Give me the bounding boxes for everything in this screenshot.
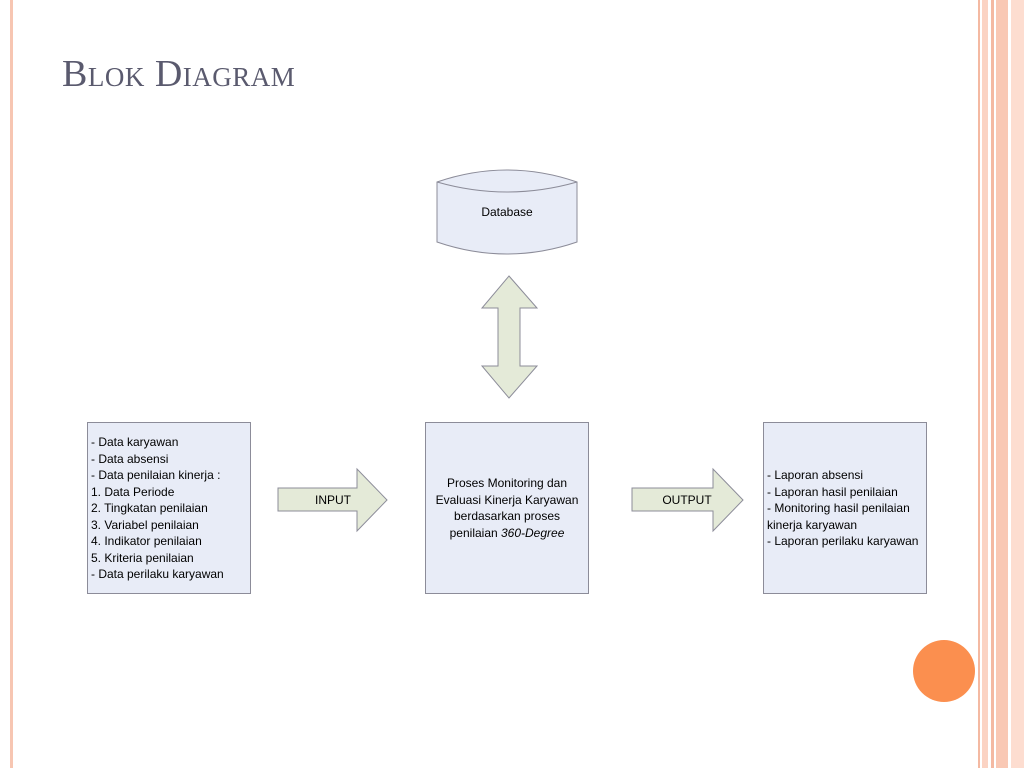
input-arrow-label: INPUT bbox=[315, 493, 352, 507]
right-frame-stripes bbox=[978, 0, 1024, 768]
input-item: - Data perilaku karyawan bbox=[91, 567, 224, 581]
process-emphasis: 360-Degree bbox=[501, 525, 565, 540]
process-box: Proses Monitoring dan Evaluasi Kinerja K… bbox=[425, 422, 589, 594]
output-arrow-shape bbox=[631, 467, 744, 533]
output-item: - Laporan perilaku karyawan bbox=[767, 534, 919, 548]
database-cylinder-shape bbox=[436, 169, 578, 255]
database-node: Database bbox=[436, 169, 578, 255]
output-arrow-label: OUTPUT bbox=[662, 493, 712, 507]
stripe-2 bbox=[982, 0, 988, 768]
input-item: 4. Indikator penilaian bbox=[91, 534, 202, 548]
input-data-box: - Data karyawan - Data absensi - Data pe… bbox=[87, 422, 251, 594]
input-item: - Data penilaian kinerja : bbox=[91, 468, 221, 482]
stripe-4 bbox=[996, 0, 1008, 768]
process-description: Proses Monitoring dan Evaluasi Kinerja K… bbox=[435, 476, 579, 540]
left-frame-border bbox=[0, 0, 14, 768]
input-arrow-shape bbox=[277, 467, 388, 533]
input-item: - Data karyawan bbox=[91, 435, 179, 449]
stripe-5 bbox=[1011, 0, 1024, 768]
stripe-1 bbox=[978, 0, 980, 768]
output-item: - Laporan absensi bbox=[767, 468, 864, 482]
database-cylinder-top-edge bbox=[436, 181, 578, 193]
input-item: 5. Kriteria penilaian bbox=[91, 550, 194, 565]
input-item: 1. Data Periode bbox=[91, 484, 175, 499]
input-item: - Data absensi bbox=[91, 451, 169, 466]
database-label: Database bbox=[481, 205, 533, 219]
output-data-box: - Laporan absensi - Laporan hasil penila… bbox=[763, 422, 927, 594]
bidirectional-arrow bbox=[480, 275, 539, 399]
input-arrow: INPUT bbox=[277, 467, 388, 533]
left-frame-line bbox=[10, 0, 13, 768]
output-item: - Monitoring hasil penilaian bbox=[767, 501, 910, 515]
output-item: kinerja karyawan bbox=[767, 517, 858, 532]
output-item: - Laporan hasil penilaian bbox=[767, 484, 898, 499]
process-text-block: Proses Monitoring dan Evaluasi Kinerja K… bbox=[436, 475, 579, 541]
slide-title: Blok Diagram bbox=[62, 53, 296, 95]
output-arrow: OUTPUT bbox=[631, 467, 744, 533]
orange-circle-decoration bbox=[913, 640, 975, 702]
input-item: 2. Tingkatan penilaian bbox=[91, 501, 208, 515]
stripe-3 bbox=[991, 0, 994, 768]
input-item: 3. Variabel penilaian bbox=[91, 517, 199, 532]
